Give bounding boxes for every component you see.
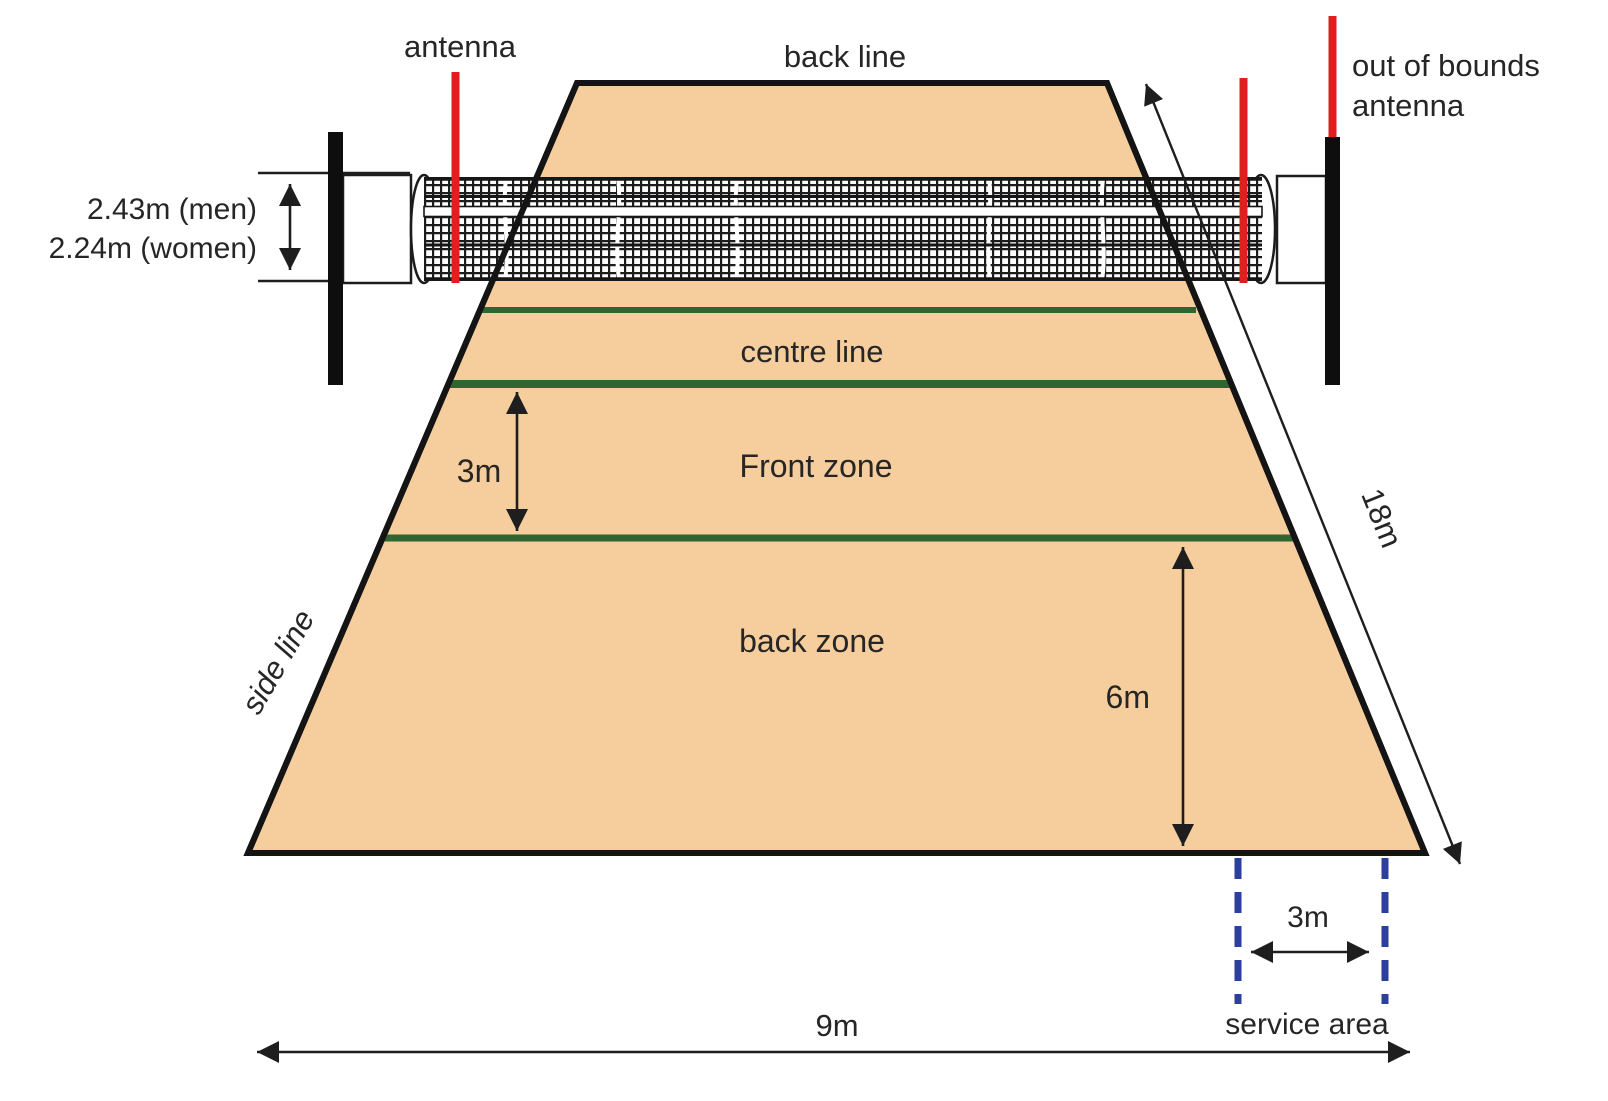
net-mesh <box>424 177 1262 281</box>
out-of-bounds-label-line1: out of bounds <box>1352 48 1540 83</box>
net-fold <box>615 178 622 281</box>
net-fold <box>1099 178 1106 281</box>
net-fold <box>733 178 740 281</box>
front-zone-3m-label: 3m <box>457 453 501 489</box>
side-line-label: side line <box>234 604 321 720</box>
back-zone-6m-label: 6m <box>1106 679 1150 715</box>
antenna-label: antenna <box>404 29 517 64</box>
net-post-left <box>328 132 343 385</box>
net-band-left <box>341 173 413 285</box>
antenna-rod-left <box>451 72 460 283</box>
net <box>341 173 1328 285</box>
centre-line-label: centre line <box>740 334 883 369</box>
back-zone-label: back zone <box>739 623 885 659</box>
net-post-right <box>1325 137 1340 385</box>
net-centre-tape <box>423 205 1263 218</box>
net-band-right <box>1275 174 1328 285</box>
service-area-3m-label: 3m <box>1287 901 1329 934</box>
court-width-9m-label: 9m <box>815 1008 858 1043</box>
service-area-label: service area <box>1225 1008 1389 1041</box>
antenna-rod-out-of-bounds <box>1328 16 1337 137</box>
court-length-18m-label: 18m <box>1354 484 1409 553</box>
back-line-label: back line <box>784 39 906 74</box>
antenna-rod-right-inner <box>1239 78 1248 283</box>
net-fold <box>502 178 509 281</box>
net-fold <box>986 178 993 281</box>
court-length-18m-arrow <box>1144 83 1462 865</box>
front-zone-label: Front zone <box>740 448 893 484</box>
out-of-bounds-label-line2: antenna <box>1352 88 1465 123</box>
net-height-men-label: 2.43m (men) <box>87 193 257 226</box>
net-height-women-label: 2.24m (women) <box>49 232 257 265</box>
